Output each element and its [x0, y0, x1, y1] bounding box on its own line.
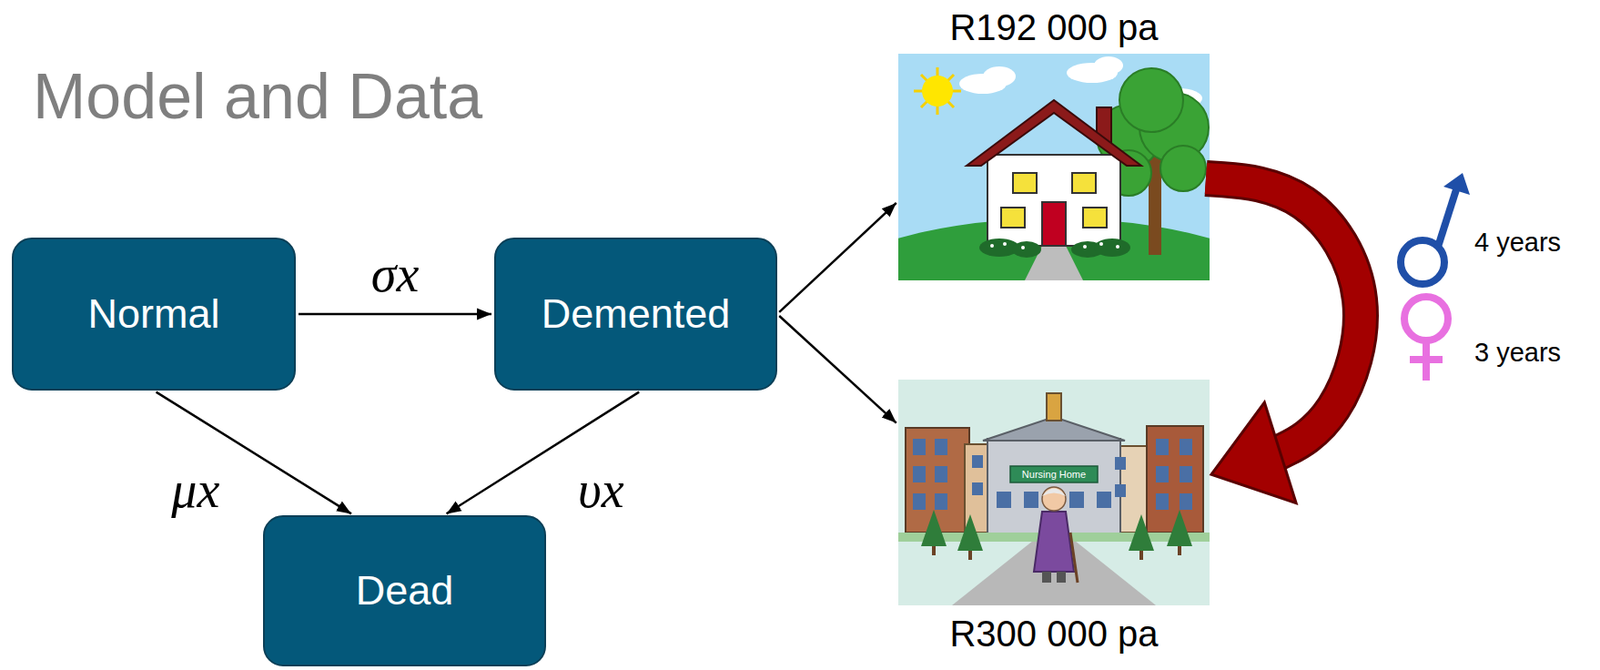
duration-label: 3 years	[1474, 337, 1561, 368]
transfer-arrow	[1205, 178, 1361, 504]
state-name: Normal	[87, 290, 220, 338]
transition-arrow	[779, 202, 897, 313]
slide-title: Model and Data	[32, 60, 483, 133]
arrow-line	[298, 313, 492, 316]
rate-label: υx	[577, 460, 625, 519]
cost-label: R300 000 pa	[861, 613, 1246, 655]
rate-label: μx	[171, 460, 220, 519]
state-box: Normal	[11, 237, 296, 391]
female-symbol	[1404, 296, 1449, 381]
house-picture	[898, 53, 1210, 281]
state-name: Dead	[355, 567, 455, 615]
male-symbol	[1400, 172, 1470, 284]
sign-text: Nursing Home	[1022, 468, 1086, 480]
transition-arrow	[298, 313, 492, 315]
state-box: Demented	[494, 237, 778, 391]
rate-label: σx	[371, 244, 419, 304]
transition-arrow	[779, 315, 897, 424]
cost-picture: R300 000 pa	[898, 379, 1210, 606]
arrow-outline	[1205, 178, 1361, 455]
cost-label: R192 000 pa	[861, 7, 1246, 49]
arrow-line	[779, 315, 897, 424]
duration-label: 4 years	[1474, 227, 1561, 258]
arrow-head	[1211, 402, 1297, 504]
arrow-body	[1205, 178, 1361, 455]
state-box: Dead	[263, 515, 547, 667]
arrow-line	[779, 202, 897, 313]
nursing-home-picture	[898, 379, 1210, 606]
cost-picture: R192 000 pa	[898, 53, 1210, 281]
state-name: Demented	[541, 290, 731, 338]
